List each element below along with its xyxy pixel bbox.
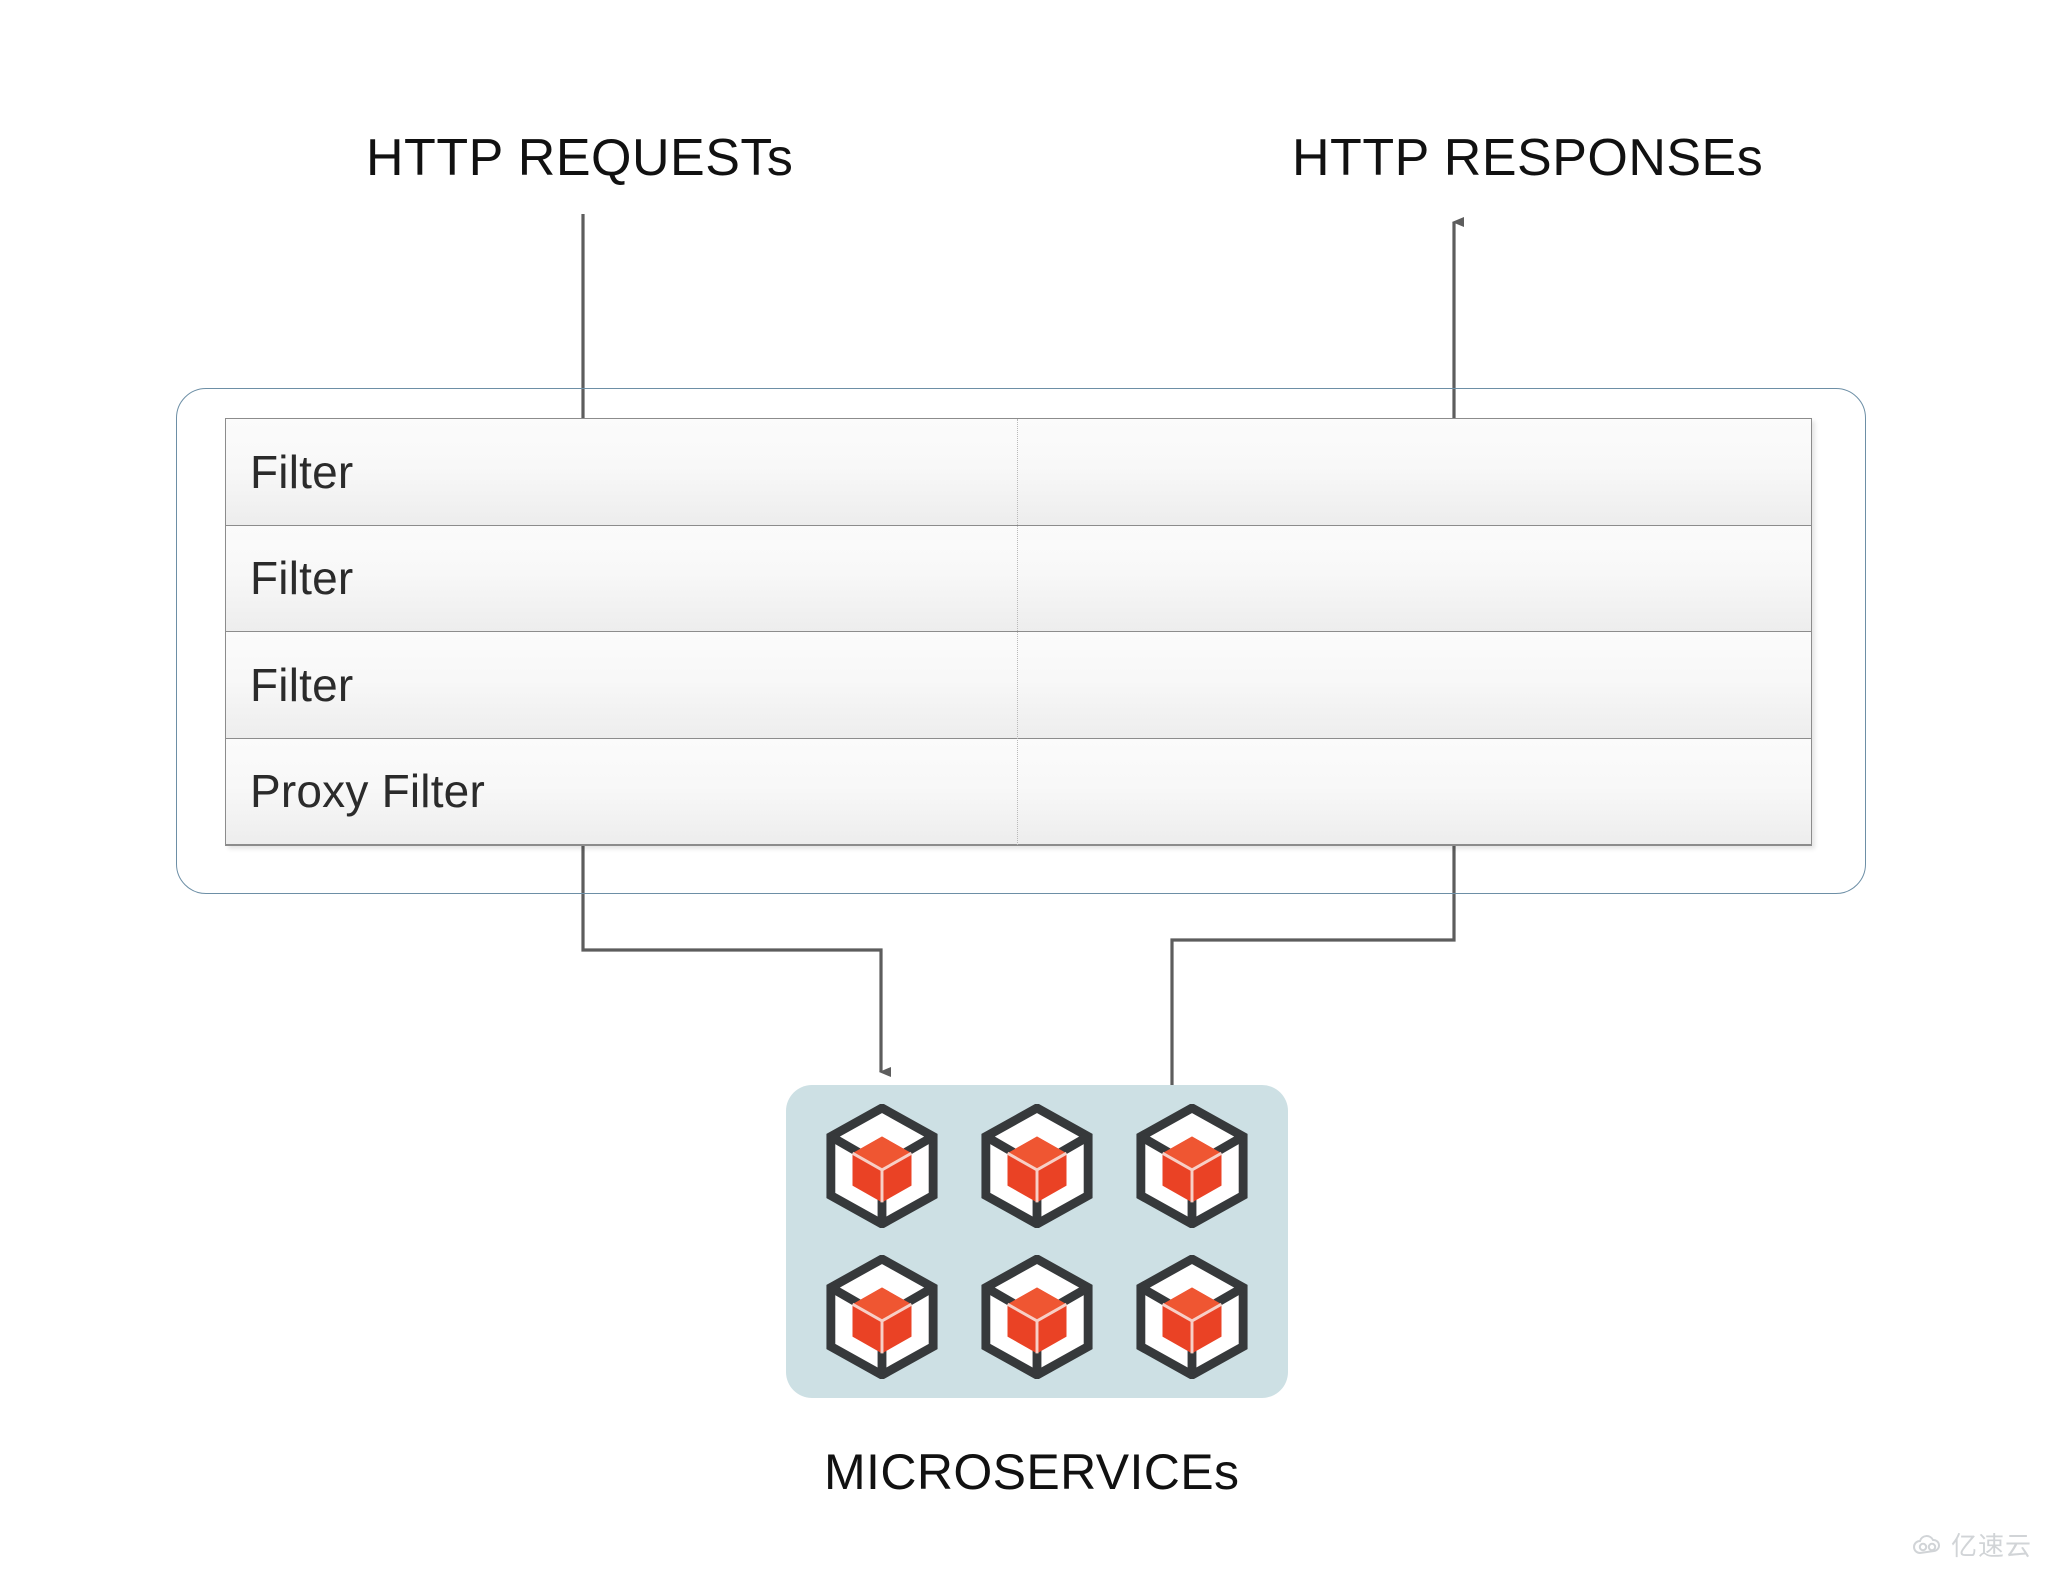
microservice-cube-grid xyxy=(786,1085,1288,1398)
filter-name: Filter xyxy=(250,552,354,605)
filter-name: Filter xyxy=(250,445,354,498)
http-requests-label: HTTP REQUESTs xyxy=(366,129,794,187)
filter-name: Proxy Filter xyxy=(250,765,485,818)
cube-icon[interactable] xyxy=(978,1254,1096,1379)
cube-icon[interactable] xyxy=(823,1254,941,1379)
watermark: 亿速云 xyxy=(1911,1526,2032,1563)
table-row[interactable]: Proxy Filter xyxy=(226,738,1811,845)
api-gateway-container xyxy=(176,388,1866,894)
table-row[interactable]: Filter xyxy=(226,525,1811,632)
microservices-label: MICROSERVICEs xyxy=(824,1444,1240,1500)
cloud-icon xyxy=(1912,1534,1940,1554)
cube-icon[interactable] xyxy=(823,1104,941,1229)
filter-name: Filter xyxy=(250,658,354,711)
watermark-text: 亿速云 xyxy=(1950,1532,2032,1562)
http-responses-label: HTTP RESPONSEs xyxy=(1292,129,1764,187)
table-row[interactable]: Filter xyxy=(226,419,1811,526)
cube-icon[interactable] xyxy=(978,1104,1096,1229)
filter-chain-table: Filter Filter Filter Proxy Filter xyxy=(225,418,1812,846)
table-row[interactable]: Filter xyxy=(226,632,1811,739)
microservices-group xyxy=(786,1085,1288,1398)
cube-icon[interactable] xyxy=(1133,1254,1251,1379)
cube-icon[interactable] xyxy=(1133,1104,1251,1229)
